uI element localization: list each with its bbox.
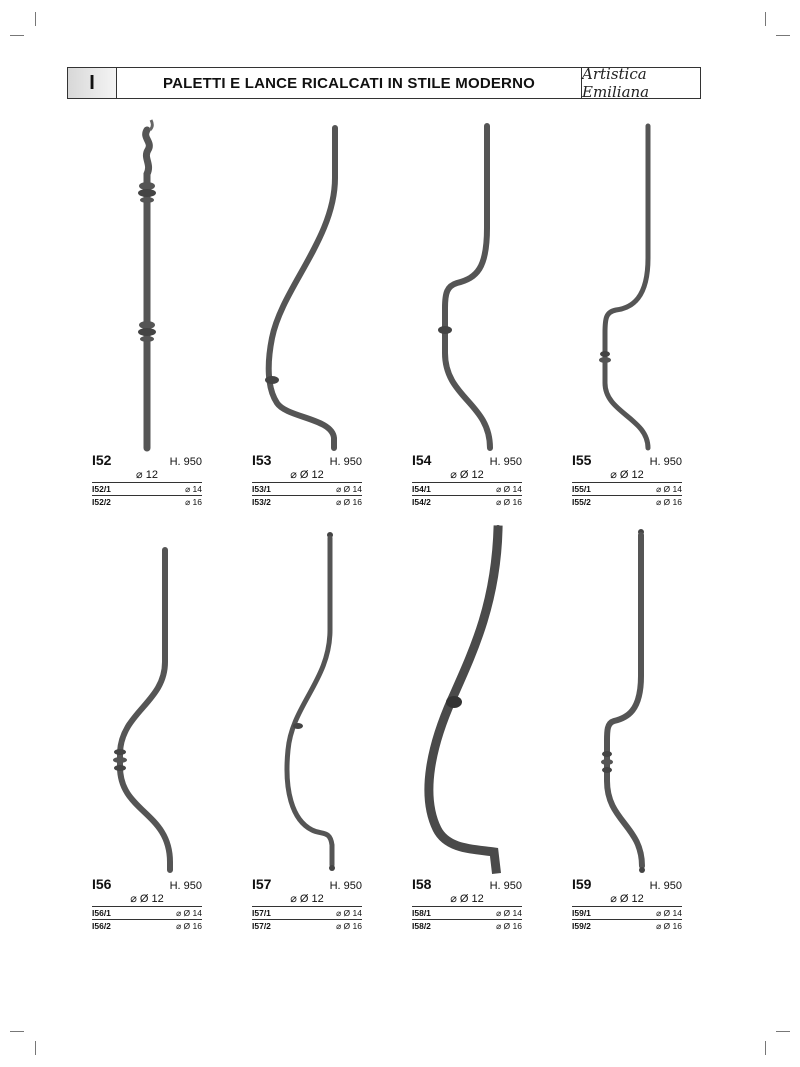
variant-size: ⌀ 14 bbox=[185, 484, 202, 494]
variant-code: I52/1 bbox=[92, 484, 111, 494]
variant-code: I59/2 bbox=[572, 921, 591, 931]
variant-size: ⌀ Ø 14 bbox=[496, 908, 522, 918]
crop-mark bbox=[35, 12, 36, 26]
variant-code: I57/2 bbox=[252, 921, 271, 931]
crop-mark bbox=[776, 35, 790, 36]
main-diameter: ⌀ Ø 12 bbox=[252, 892, 362, 907]
baluster-i56-image bbox=[113, 547, 173, 873]
variant-size: ⌀ Ø 16 bbox=[176, 921, 202, 931]
variant-size: ⌀ Ø 14 bbox=[656, 484, 682, 494]
variant-code: I56/2 bbox=[92, 921, 111, 931]
product-code: I59 bbox=[572, 876, 592, 892]
crop-mark bbox=[765, 12, 766, 26]
baluster-i58-image bbox=[424, 525, 503, 874]
brand-logo: Artistica Emiliana bbox=[581, 65, 700, 101]
section-letter: I bbox=[68, 68, 117, 98]
variant-size: ⌀ Ø 14 bbox=[176, 908, 202, 918]
variant-size: ⌀ Ø 14 bbox=[336, 908, 362, 918]
variant-size: ⌀ 16 bbox=[185, 497, 202, 507]
variant-code: I54/2 bbox=[412, 497, 431, 507]
variant-code: I53/1 bbox=[252, 484, 271, 494]
main-diameter: ⌀ Ø 12 bbox=[572, 468, 682, 483]
crop-mark bbox=[35, 1041, 36, 1055]
product-height: H. 950 bbox=[329, 456, 362, 468]
product-code: I53 bbox=[252, 452, 272, 468]
baluster-i57-image bbox=[284, 532, 335, 871]
variant-size: ⌀ Ø 16 bbox=[656, 921, 682, 931]
variant-size: ⌀ Ø 14 bbox=[496, 484, 522, 494]
product-height: H. 950 bbox=[649, 880, 682, 892]
baluster-i52-image bbox=[138, 119, 156, 452]
main-diameter: ⌀ Ø 12 bbox=[92, 892, 202, 907]
variant-size: ⌀ Ø 16 bbox=[656, 497, 682, 507]
product-code: I54 bbox=[412, 452, 432, 468]
product-height: H. 950 bbox=[489, 880, 522, 892]
product-height: H. 950 bbox=[169, 456, 202, 468]
variant-size: ⌀ Ø 14 bbox=[336, 484, 362, 494]
product-height: H. 950 bbox=[329, 880, 362, 892]
variant-code: I57/1 bbox=[252, 908, 271, 918]
variant-code: I58/2 bbox=[412, 921, 431, 931]
main-diameter: ⌀ 12 bbox=[92, 468, 202, 483]
variant-code: I55/2 bbox=[572, 497, 591, 507]
crop-mark bbox=[10, 35, 24, 36]
product-height: H. 950 bbox=[489, 456, 522, 468]
variant-code: I55/1 bbox=[572, 484, 591, 494]
baluster-i55-image bbox=[599, 123, 651, 451]
variant-size: ⌀ Ø 14 bbox=[656, 908, 682, 918]
crop-mark bbox=[776, 1031, 790, 1032]
variant-size: ⌀ Ø 16 bbox=[336, 921, 362, 931]
page-title: PALETTI E LANCE RICALCATI IN STILE MODER… bbox=[162, 74, 535, 92]
baluster-i53-image bbox=[265, 125, 338, 451]
baluster-i59-image bbox=[601, 529, 645, 873]
variant-size: ⌀ Ø 16 bbox=[336, 497, 362, 507]
variant-size: ⌀ Ø 16 bbox=[496, 497, 522, 507]
product-height: H. 950 bbox=[649, 456, 682, 468]
variant-code: I59/1 bbox=[572, 908, 591, 918]
main-diameter: ⌀ Ø 12 bbox=[572, 892, 682, 907]
crop-mark bbox=[765, 1041, 766, 1055]
baluster-i54-image bbox=[438, 123, 493, 451]
variant-size: ⌀ Ø 16 bbox=[496, 921, 522, 931]
variant-code: I58/1 bbox=[412, 908, 431, 918]
product-code: I58 bbox=[412, 876, 432, 892]
main-diameter: ⌀ Ø 12 bbox=[412, 892, 522, 907]
main-diameter: ⌀ Ø 12 bbox=[412, 468, 522, 483]
main-diameter: ⌀ Ø 12 bbox=[252, 468, 362, 483]
catalog-header: I PALETTI E LANCE RICALCATI IN STILE MOD… bbox=[67, 65, 701, 101]
product-code: I56 bbox=[92, 876, 112, 892]
product-code: I57 bbox=[252, 876, 272, 892]
product-height: H. 950 bbox=[169, 880, 202, 892]
variant-code: I54/1 bbox=[412, 484, 431, 494]
variant-code: I52/2 bbox=[92, 497, 111, 507]
product-code: I55 bbox=[572, 452, 592, 468]
variant-code: I56/1 bbox=[92, 908, 111, 918]
variant-code: I53/2 bbox=[252, 497, 271, 507]
crop-mark bbox=[10, 1031, 24, 1032]
product-code: I52 bbox=[92, 452, 112, 468]
